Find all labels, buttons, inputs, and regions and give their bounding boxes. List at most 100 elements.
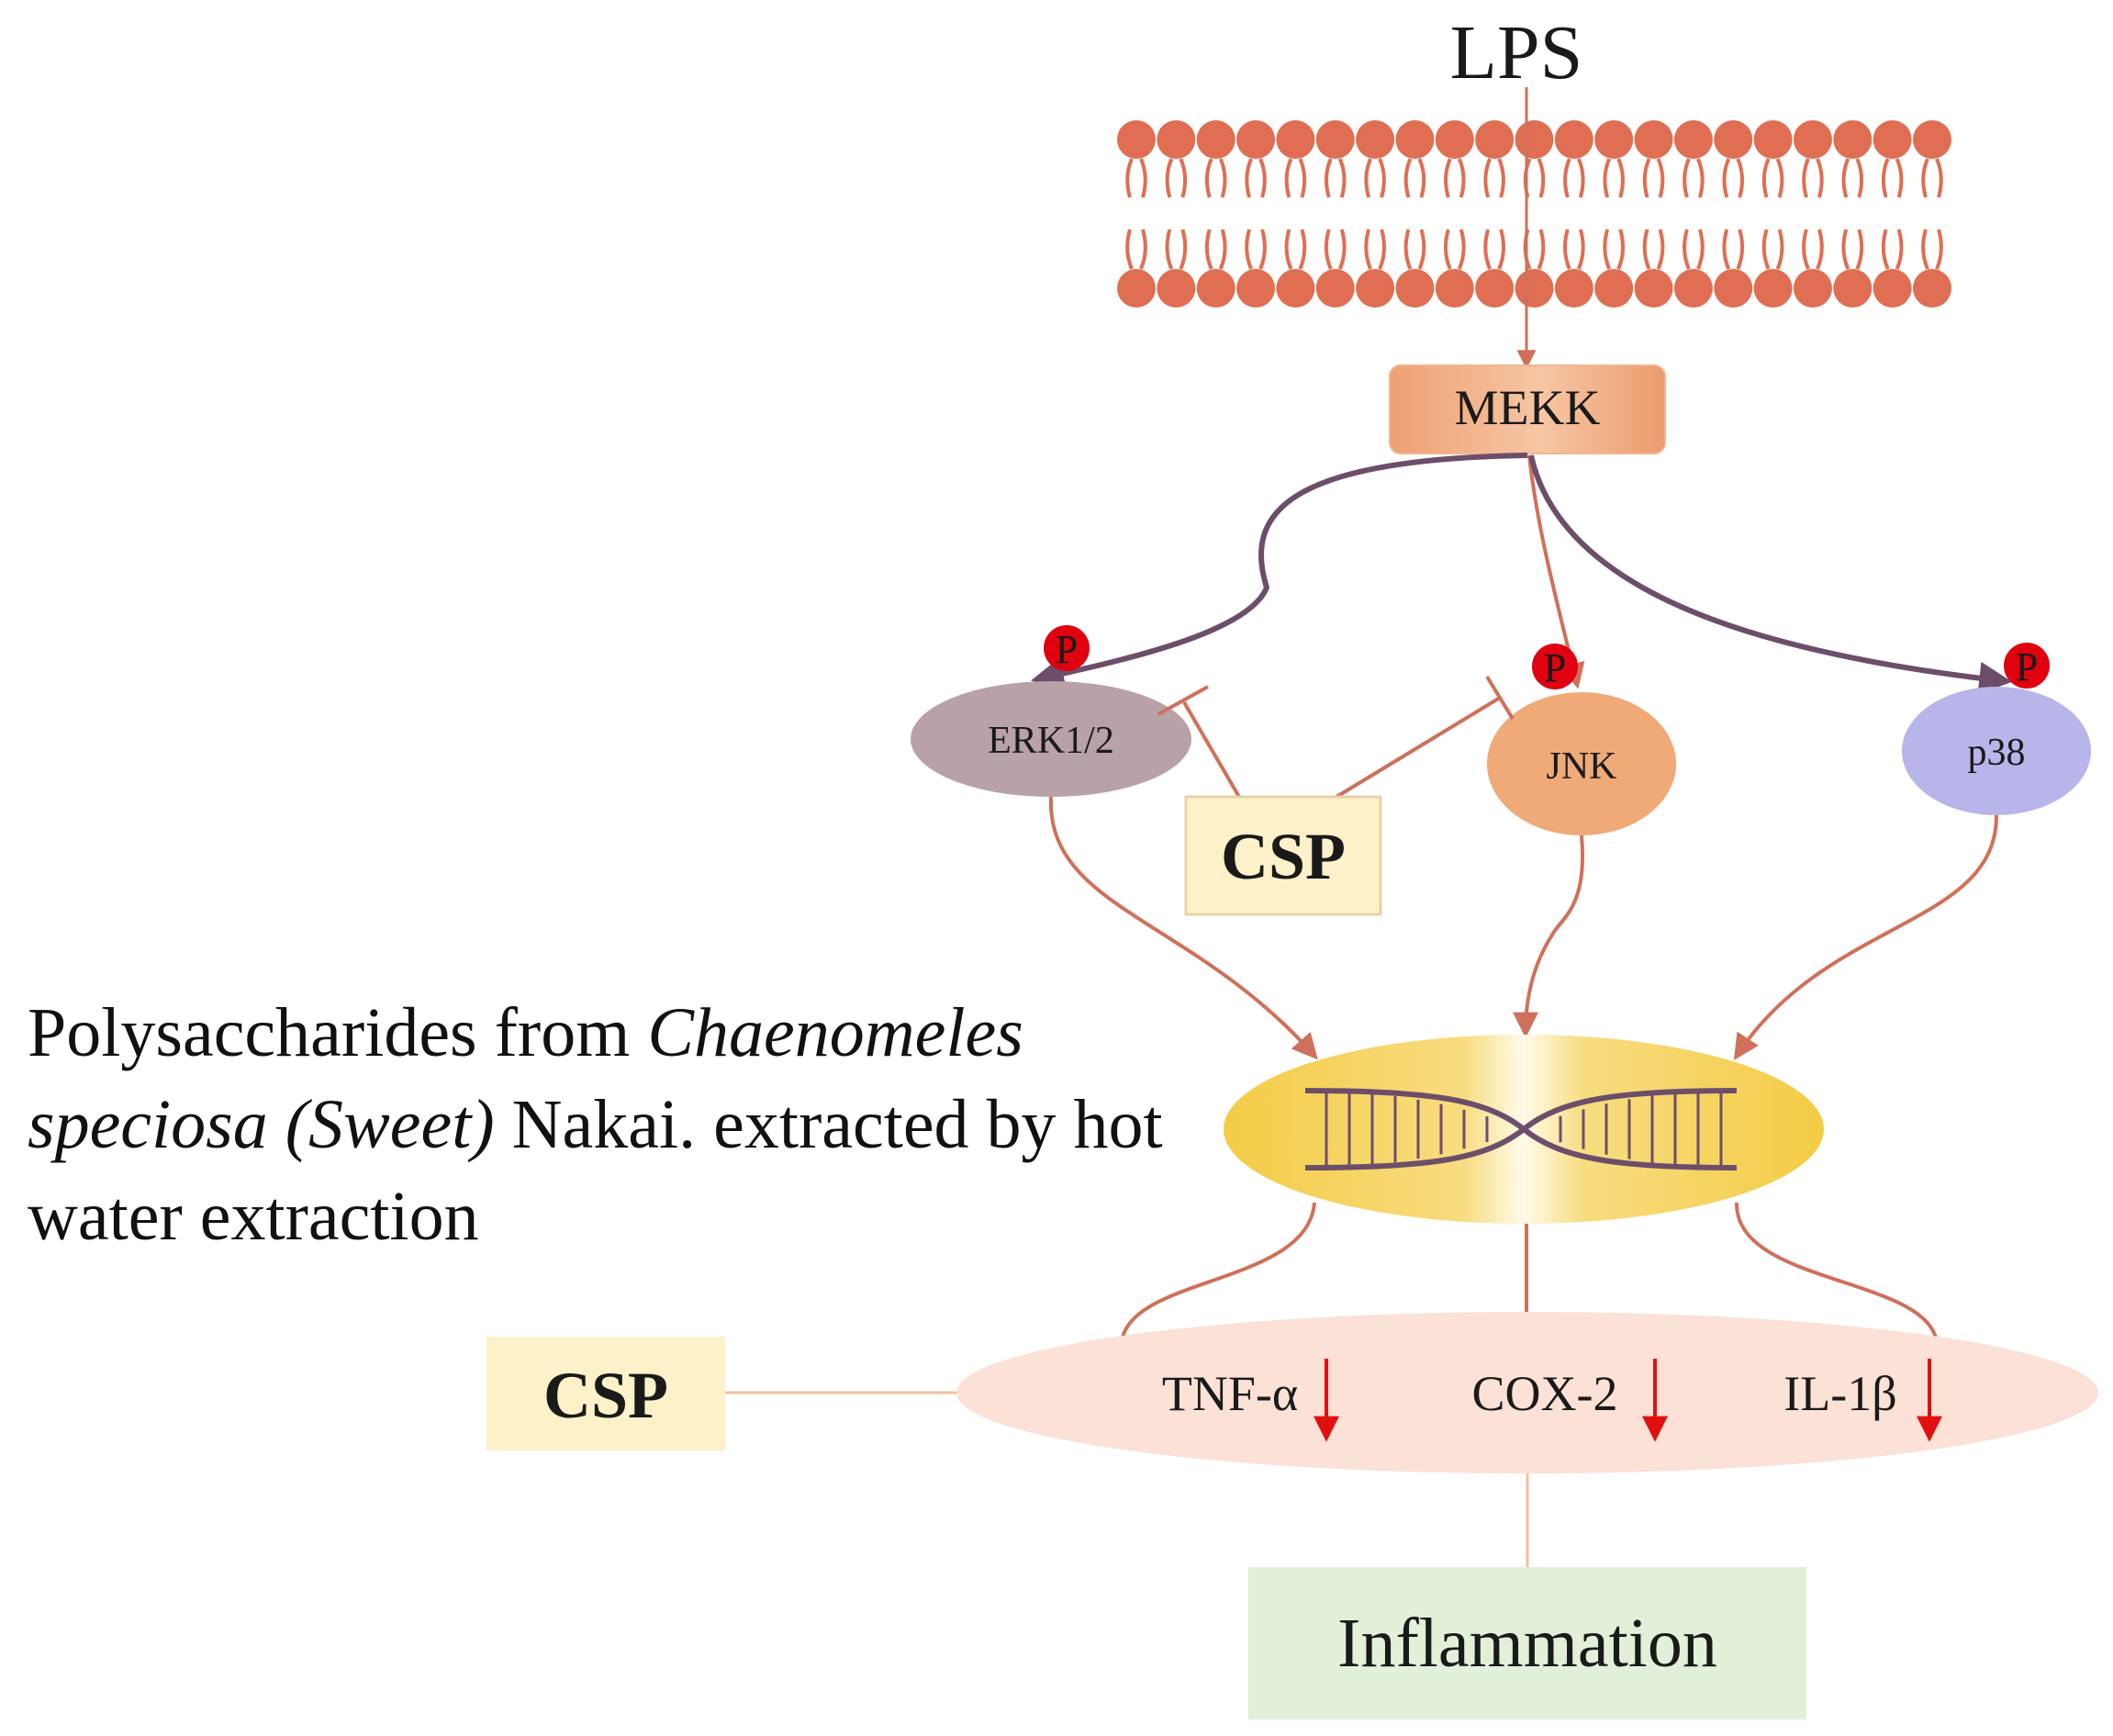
lipid-tail [1483, 229, 1493, 270]
lipid-tail [1337, 229, 1347, 270]
lipid-tail [1576, 158, 1585, 198]
csp-box-lower [486, 1337, 725, 1450]
lipid-tail [1497, 229, 1505, 270]
lipid-tail [1656, 158, 1665, 198]
lipid-head [1475, 120, 1515, 159]
lipid-tail [1417, 229, 1426, 270]
lipid-tail [1736, 229, 1744, 270]
lipid-tail [1722, 229, 1731, 270]
dna-helix-icon [1304, 1088, 1738, 1170]
lipid-head [1356, 120, 1395, 159]
lipid-tail [1935, 158, 1943, 198]
lipid-tail [1696, 229, 1705, 270]
lipid-head [1196, 120, 1235, 159]
lipid-head [1276, 269, 1315, 308]
lipid-head [1833, 120, 1873, 159]
lipid-head [1673, 120, 1713, 159]
lipid-head [1117, 269, 1156, 308]
lipid-tail [1537, 229, 1546, 270]
jnk-to-nucleus-arrow [1513, 834, 1585, 1038]
lipid-tail [1921, 229, 1929, 270]
lipid-tail [1165, 229, 1174, 270]
tnf-alpha-label: TNF-α [1162, 1366, 1298, 1421]
lipid-tail [1298, 229, 1307, 270]
lipid-tail [1642, 229, 1651, 270]
lipid-tail [1642, 158, 1651, 198]
lipid-tail [1218, 229, 1227, 270]
mekk-box [1389, 364, 1666, 454]
lipid-head [1753, 269, 1793, 308]
lipid-head [1873, 120, 1912, 159]
csp-inhibits-jnk [1335, 675, 1515, 799]
il1b-label: IL-1β [1783, 1366, 1896, 1421]
lipid-tail [1722, 158, 1731, 198]
lipid-tail [1855, 158, 1864, 198]
cox2-label: COX-2 [1472, 1366, 1618, 1421]
lipid-tail [1881, 158, 1890, 198]
p38-label: p38 [1968, 732, 2026, 774]
lipid-tail [1802, 158, 1810, 198]
lipid-head [1594, 120, 1634, 159]
lipid-tail [1125, 158, 1134, 198]
lipid-tail [1325, 158, 1333, 198]
lipid-tail [1139, 158, 1147, 198]
lipid-head [1833, 269, 1873, 308]
mekk-to-p38-arrow [1528, 454, 2013, 695]
lipid-tail [1218, 158, 1227, 198]
phospho-badge-erk: P [1044, 625, 1090, 672]
lipid-tail [1403, 158, 1413, 198]
lipid-head [1315, 120, 1355, 159]
lipid-head [1554, 120, 1593, 159]
mekk-label: MEKK [1455, 380, 1601, 435]
lipid-tail [1245, 229, 1253, 270]
lipid-head [1873, 269, 1912, 308]
lipid-tail [1603, 158, 1612, 198]
lipid-tail [1258, 229, 1267, 270]
lipid-head [1634, 120, 1673, 159]
lipid-tail [1258, 158, 1267, 198]
lipid-head [1196, 269, 1235, 308]
csp-label-upper: CSP [1221, 820, 1346, 893]
phospho-badge-p38: P [2004, 643, 2050, 689]
lipid-tail [1616, 158, 1625, 198]
lipid-head [1515, 120, 1554, 159]
erk-label: ERK1/2 [988, 720, 1114, 762]
jnk-label: JNK [1546, 745, 1616, 788]
lipid-tail [1139, 229, 1147, 270]
svg-text:P: P [1544, 645, 1566, 690]
lipid-tail [1683, 229, 1691, 270]
csp-description: Polysaccharides from Chaenomeles specios… [28, 987, 1184, 1262]
lipid-tail [1204, 229, 1213, 270]
lipid-tail [1284, 158, 1293, 198]
lipid-head [1236, 269, 1276, 308]
csp-inhibits-erk [1157, 685, 1241, 799]
lipid-head [1753, 120, 1793, 159]
lipid-head [1714, 120, 1753, 159]
lipid-head [1395, 120, 1435, 159]
lipid-tail [1841, 229, 1850, 270]
lipid-tail [1378, 158, 1386, 198]
lipid-tail [1537, 158, 1546, 198]
jnk-node [1487, 692, 1676, 835]
lipid-tail [1616, 229, 1625, 270]
lipid-tail [1841, 158, 1850, 198]
lipid-tail [1563, 158, 1571, 198]
lipid-head [1157, 269, 1196, 308]
lipid-tail [1576, 229, 1585, 270]
lipid-tail [1364, 229, 1372, 270]
lipid-tail [1245, 158, 1253, 198]
lipid-tail [1204, 158, 1213, 198]
nucleus-to-il1b-line [1734, 1202, 1939, 1343]
lipid-head [1673, 269, 1713, 308]
svg-text:P: P [1056, 627, 1078, 672]
lipid-tail [1656, 229, 1665, 270]
inflammation-label: Inflammation [1337, 1605, 1717, 1682]
lipid-tail [1775, 229, 1784, 270]
lipid-tail [1457, 229, 1466, 270]
lipid-tail [1457, 158, 1466, 198]
lps-label: LPS [1450, 10, 1583, 95]
lipid-tail [1444, 158, 1452, 198]
lipid-tail [1761, 229, 1771, 270]
lipid-head [1435, 120, 1474, 159]
